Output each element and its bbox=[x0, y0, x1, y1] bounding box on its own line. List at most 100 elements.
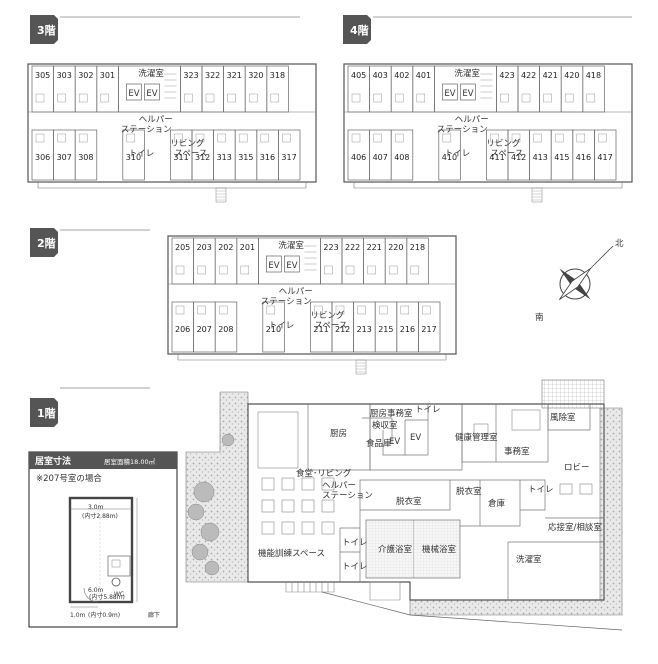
room-storage: 倉庫 bbox=[488, 498, 506, 509]
room-number: 408 bbox=[394, 153, 409, 162]
ev-label: EV bbox=[268, 261, 279, 271]
room-number: 223 bbox=[323, 243, 338, 252]
ev-label: EV bbox=[462, 89, 473, 99]
room-width: 3.0m bbox=[88, 504, 104, 511]
room-number: 322 bbox=[205, 71, 220, 80]
helper-1f-a: ヘルパー bbox=[322, 481, 356, 491]
room-number: 217 bbox=[421, 325, 436, 334]
floor-1-badge bbox=[30, 398, 58, 427]
helper-label: ヘルパー bbox=[455, 115, 489, 125]
room-208 bbox=[214, 301, 238, 353]
floor-1-label: 1階 bbox=[37, 406, 56, 420]
room-number: 203 bbox=[197, 243, 212, 252]
room-number: 207 bbox=[197, 325, 212, 334]
room-number: 303 bbox=[57, 71, 72, 80]
room-health: 健康管理室 bbox=[455, 432, 498, 443]
room-undress-2: 脱衣室 bbox=[456, 486, 482, 497]
room-number: 413 bbox=[533, 153, 548, 162]
room-number: 201 bbox=[240, 243, 255, 252]
room-number: 306 bbox=[35, 153, 50, 162]
room-number: 211 bbox=[313, 325, 328, 334]
room-number: 215 bbox=[378, 325, 393, 334]
room-number: 206 bbox=[175, 325, 190, 334]
room-number: 208 bbox=[218, 325, 233, 334]
room-wc: WC bbox=[114, 591, 124, 598]
room-toilet-1f: トイレ bbox=[415, 405, 441, 415]
room-machine-bath: 機械浴室 bbox=[422, 544, 457, 555]
floor-4-label: 4階 bbox=[350, 23, 369, 37]
room-number: 216 bbox=[400, 325, 415, 334]
room-number: 423 bbox=[499, 71, 514, 80]
room-number: 402 bbox=[394, 71, 409, 80]
compass-south: 南 bbox=[535, 312, 544, 323]
room-number: 202 bbox=[218, 243, 233, 252]
ev-1f-a: EV bbox=[389, 437, 400, 447]
room-number: 307 bbox=[57, 153, 72, 162]
living-label: スペース bbox=[174, 149, 207, 159]
helper-label: ヘルパー bbox=[279, 287, 313, 297]
room-office: 事務室 bbox=[504, 446, 530, 457]
room-number: 221 bbox=[367, 243, 382, 252]
room-number: 213 bbox=[357, 325, 372, 334]
room-lobby: ロビー bbox=[564, 463, 590, 473]
room-number: 410 bbox=[442, 153, 457, 162]
room-size-inset: 居室寸法 居室面積18.00㎡ ※207号室の場合 3.0m (内寸2.88m)… bbox=[28, 451, 178, 628]
room-number: 212 bbox=[335, 325, 350, 334]
room-wind: 風除室 bbox=[550, 412, 576, 423]
compass: 北 南 bbox=[535, 239, 624, 323]
floor-2-label: 2階 bbox=[37, 236, 56, 250]
room-number: 403 bbox=[373, 71, 388, 80]
room-dining: 食堂･リビング bbox=[296, 468, 352, 479]
helper-label: ステーション bbox=[261, 297, 312, 307]
floor-3-badge bbox=[30, 15, 58, 44]
room-number: 422 bbox=[521, 71, 536, 80]
room-undress: 脱衣室 bbox=[396, 496, 422, 507]
room-417 bbox=[594, 129, 617, 181]
deck bbox=[541, 379, 605, 409]
room-number: 218 bbox=[410, 243, 425, 252]
helper-label: ステーション bbox=[437, 125, 488, 135]
living-label: リビング bbox=[486, 138, 521, 149]
room-size-area: 居室面積18.00㎡ bbox=[104, 457, 156, 466]
room-number: 411 bbox=[489, 153, 504, 162]
room-number: 412 bbox=[511, 153, 526, 162]
room-number: 305 bbox=[35, 71, 50, 80]
floor-4-badge bbox=[343, 15, 371, 44]
ev-label: EV bbox=[286, 261, 297, 271]
room-410 bbox=[438, 129, 461, 181]
laundry-label: 洗濯室 bbox=[138, 68, 164, 79]
room-laundry-1f: 洗濯室 bbox=[516, 554, 542, 565]
room-number: 406 bbox=[351, 153, 366, 162]
room-length-inner: (内寸5.88m) bbox=[89, 593, 125, 601]
room-length: 6.0m bbox=[88, 587, 104, 594]
ev-label: EV bbox=[444, 89, 455, 99]
room-size-note: ※207号室の場合 bbox=[36, 473, 102, 484]
room-number: 421 bbox=[543, 71, 558, 80]
room-number: 301 bbox=[100, 71, 115, 80]
room-food-store: 食品庫 bbox=[366, 438, 392, 449]
room-care-bath: 介護浴室 bbox=[378, 544, 413, 555]
floor-1: 1階 bbox=[30, 379, 623, 631]
room-number: 317 bbox=[281, 153, 296, 162]
room-door-inner: (内寸0.9m) bbox=[88, 611, 120, 619]
room-number: 321 bbox=[227, 71, 242, 80]
room-number: 418 bbox=[586, 71, 601, 80]
room-308 bbox=[74, 129, 98, 181]
shrubs bbox=[187, 433, 235, 576]
helper-1f-b: ステーション bbox=[322, 491, 373, 501]
room-number: 222 bbox=[345, 243, 360, 252]
room-number: 302 bbox=[78, 71, 93, 80]
floor-2-badge bbox=[30, 228, 58, 257]
room-inspection: 検収室 bbox=[372, 420, 398, 431]
room-number: 401 bbox=[416, 71, 431, 80]
room-number: 405 bbox=[351, 71, 366, 80]
helper-label: ステーション bbox=[121, 125, 172, 135]
toilet-label: トイレ bbox=[445, 149, 471, 159]
room-door: 1.0m bbox=[70, 612, 86, 619]
